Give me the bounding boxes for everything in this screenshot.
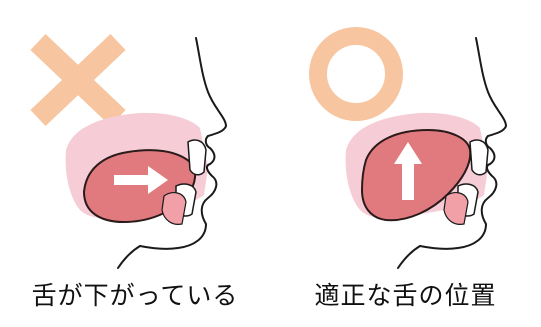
upper-tooth [188,140,206,175]
panel-incorrect [38,38,226,268]
upper-tooth [470,140,488,175]
panel-correct [318,36,506,268]
lower-gum [444,193,468,225]
lower-gum [162,193,186,225]
circle-mark-icon [318,36,394,112]
caption-correct: 適正な舌の位置 [270,276,541,316]
cross-mark-icon [38,42,118,118]
caption-incorrect: 舌が下がっている [0,276,270,316]
